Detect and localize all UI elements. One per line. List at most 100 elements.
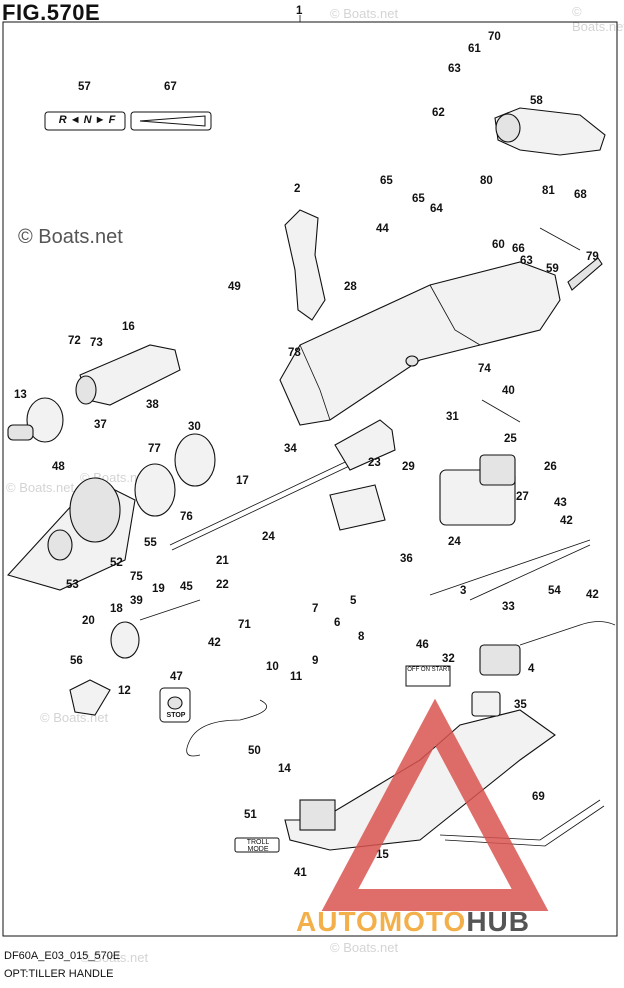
- svg-text:20: 20: [82, 615, 95, 627]
- svg-text:68: 68: [574, 189, 587, 201]
- svg-text:70: 70: [488, 31, 501, 43]
- svg-text:11: 11: [290, 671, 303, 683]
- logo-part2: HUB: [466, 906, 530, 937]
- logo-part1: AUTOMOTO: [296, 906, 467, 937]
- figure-border: [2, 21, 618, 937]
- svg-text:18: 18: [110, 603, 123, 615]
- svg-text:16: 16: [122, 321, 135, 333]
- svg-text:74: 74: [478, 363, 491, 375]
- switch-decal-label: OFF ON START: [407, 667, 451, 673]
- svg-text:19: 19: [152, 583, 165, 595]
- svg-text:13: 13: [14, 389, 27, 401]
- stop-switch-label: STOP: [166, 712, 186, 719]
- svg-text:34: 34: [284, 443, 297, 455]
- svg-text:42: 42: [586, 589, 599, 601]
- svg-text:41: 41: [294, 867, 307, 879]
- svg-text:47: 47: [170, 671, 183, 683]
- svg-text:64: 64: [430, 203, 443, 215]
- watermark-faint: © Boats.net: [330, 6, 399, 21]
- svg-text:77: 77: [148, 443, 161, 455]
- svg-text:51: 51: [244, 809, 257, 821]
- troll-mode-decal: [234, 837, 280, 853]
- svg-text:42: 42: [208, 637, 221, 649]
- svg-text:17: 17: [236, 475, 249, 487]
- svg-text:15: 15: [376, 849, 389, 861]
- svg-text:24: 24: [448, 536, 461, 548]
- svg-text:49: 49: [228, 281, 241, 293]
- svg-text:30: 30: [188, 421, 201, 433]
- automotohub-logo-triangle: [321, 698, 549, 911]
- svg-text:54: 54: [548, 585, 561, 597]
- svg-text:14: 14: [278, 763, 291, 775]
- svg-text:63: 63: [448, 63, 461, 75]
- svg-text:46: 46: [416, 639, 429, 651]
- watermark-faint: © Boats.net: [80, 950, 149, 965]
- figure-caption: OPT:TILLER HANDLE: [4, 968, 114, 980]
- shift-decal: [44, 111, 126, 131]
- svg-text:5: 5: [350, 595, 357, 607]
- svg-text:42: 42: [560, 515, 573, 527]
- watermark: © Boats.net: [18, 226, 123, 248]
- svg-text:76: 76: [180, 511, 193, 523]
- svg-text:28: 28: [344, 281, 357, 293]
- watermark-faint: © Boats.net: [6, 480, 75, 495]
- housing-base: [284, 709, 556, 851]
- svg-text:61: 61: [468, 43, 481, 55]
- svg-text:4: 4: [528, 663, 535, 675]
- svg-text:37: 37: [94, 419, 107, 431]
- svg-text:75: 75: [130, 571, 143, 583]
- svg-text:52: 52: [110, 557, 123, 569]
- svg-text:56: 56: [70, 655, 83, 667]
- svg-text:33: 33: [502, 601, 515, 613]
- troll-mode-label: TROLL MODE: [246, 839, 270, 853]
- callout-labels: 1 2 3 4 5 6 7 8 9 10 11 12 13 14 15 16 1…: [14, 5, 599, 879]
- figure-title: FIG.570E: [2, 0, 101, 25]
- svg-text:21: 21: [216, 555, 229, 567]
- svg-text:27: 27: [516, 491, 529, 503]
- decal-67: [130, 111, 212, 131]
- svg-text:67: 67: [164, 81, 177, 93]
- svg-text:44: 44: [376, 223, 389, 235]
- svg-text:48: 48: [52, 461, 65, 473]
- svg-text:26: 26: [544, 461, 557, 473]
- svg-text:65: 65: [380, 175, 393, 187]
- svg-text:23: 23: [368, 457, 381, 469]
- tiller-housing: [279, 261, 561, 426]
- svg-text:71: 71: [238, 619, 251, 631]
- svg-text:9: 9: [312, 655, 318, 667]
- svg-text:45: 45: [180, 581, 193, 593]
- svg-text:31: 31: [446, 411, 459, 423]
- svg-text:40: 40: [502, 385, 515, 397]
- automotohub-logo: AUTOMOTOHUB: [296, 906, 530, 938]
- svg-text:65: 65: [412, 193, 425, 205]
- svg-text:39: 39: [130, 595, 143, 607]
- svg-text:1: 1: [296, 5, 303, 17]
- svg-text:58: 58: [530, 95, 543, 107]
- tiller-bracket: [494, 107, 606, 156]
- svg-text:35: 35: [514, 699, 527, 711]
- svg-text:43: 43: [554, 497, 567, 509]
- svg-text:29: 29: [402, 461, 415, 473]
- svg-text:7: 7: [312, 603, 318, 615]
- svg-text:59: 59: [546, 263, 559, 275]
- svg-text:60: 60: [492, 239, 505, 251]
- svg-text:50: 50: [248, 745, 261, 757]
- stop-switch-box: [159, 687, 191, 723]
- svg-text:24: 24: [262, 531, 275, 543]
- svg-text:8: 8: [358, 631, 365, 643]
- svg-text:63: 63: [520, 255, 533, 267]
- svg-text:78: 78: [288, 347, 301, 359]
- svg-text:55: 55: [144, 537, 157, 549]
- svg-text:22: 22: [216, 579, 229, 591]
- svg-text:12: 12: [118, 685, 131, 697]
- svg-text:62: 62: [432, 107, 445, 119]
- watermark-faint: © Boats.net: [330, 940, 399, 955]
- watermark-faint: © Boats.net: [572, 4, 624, 34]
- svg-text:36: 36: [400, 553, 413, 565]
- svg-text:2: 2: [294, 183, 300, 195]
- svg-text:38: 38: [146, 399, 159, 411]
- svg-text:10: 10: [266, 661, 279, 673]
- svg-text:6: 6: [334, 617, 340, 629]
